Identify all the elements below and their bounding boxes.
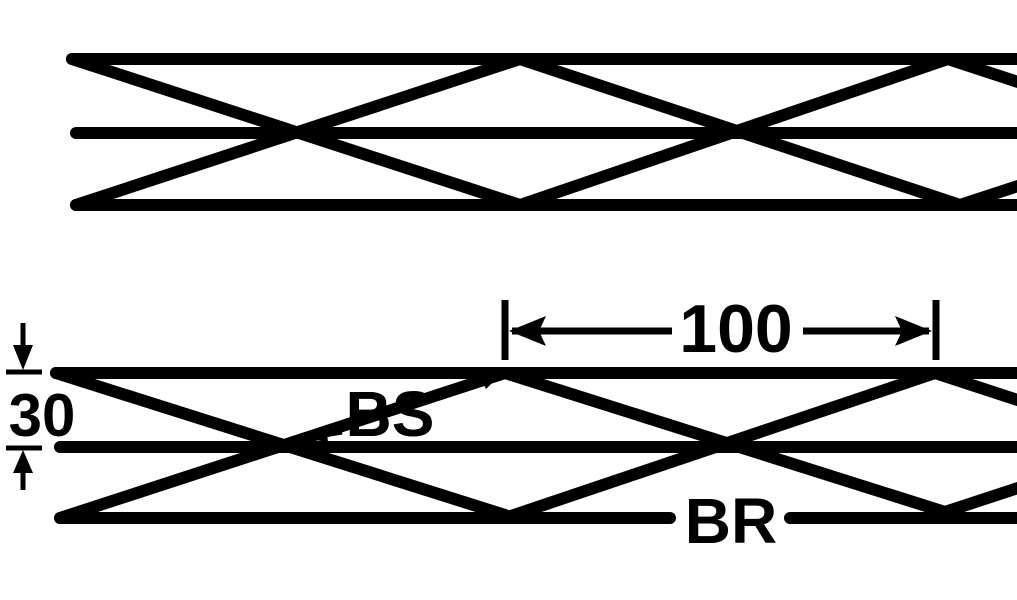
bottom-strand-asc-2 — [499, 367, 941, 524]
height-dimension: 30 — [6, 323, 75, 490]
top-strand-asc-1 — [70, 53, 526, 211]
height-arrowhead-bottom — [13, 450, 33, 473]
bottom-lattice — [50, 367, 1017, 524]
bs-callout: BS — [302, 373, 500, 450]
bs-leader-upper-arrowhead — [478, 373, 500, 389]
top-strand-asc-3 — [954, 179, 1017, 211]
dimension-arrowhead-right — [895, 316, 932, 346]
bottom-strand-asc-1 — [54, 367, 511, 524]
bottom-strand-asc-3 — [939, 481, 1017, 518]
bottom-strand-desc-3 — [929, 367, 1017, 407]
top-strand-desc-3 — [942, 53, 1017, 89]
bs-label: BS — [346, 378, 435, 450]
bs-leader-lower-arrowhead — [302, 425, 328, 442]
dimension-arrowhead-left — [509, 316, 546, 346]
spacing-dimension-label: 100 — [679, 291, 792, 367]
spacing-dimension: 100 — [501, 291, 940, 367]
height-dimension-label: 30 — [9, 382, 76, 449]
height-arrowhead-top — [13, 345, 33, 370]
br-label: BR — [685, 485, 777, 557]
top-lattice — [66, 53, 1017, 211]
top-strand-asc-2 — [514, 53, 954, 211]
